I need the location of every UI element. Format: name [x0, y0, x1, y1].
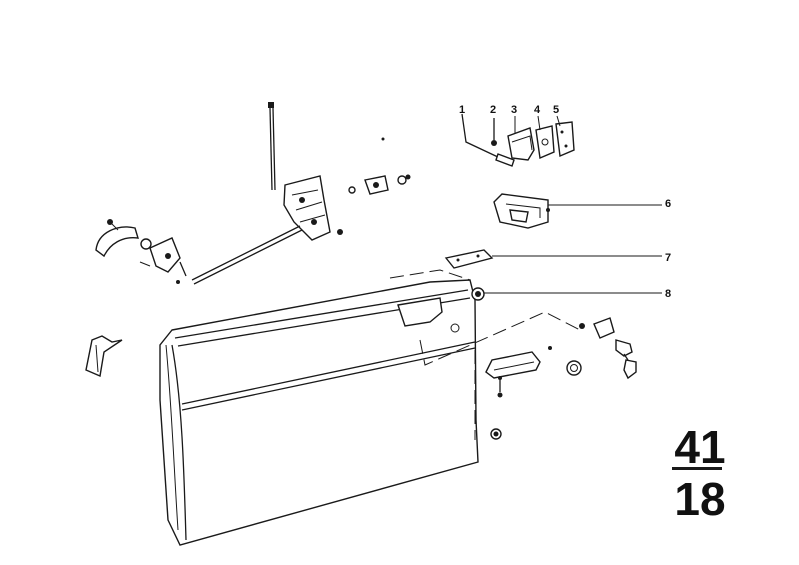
callout-4: 4: [534, 104, 541, 116]
pull-handle: [485, 346, 552, 398]
lock-cylinder-with-keys: [579, 317, 637, 380]
outer-handle-housing: [493, 193, 662, 229]
grommet: [471, 287, 662, 301]
callout-2: 2: [490, 104, 496, 116]
door-lock-mechanism: [191, 102, 411, 285]
callout-7: 7: [665, 252, 671, 264]
installation-lines: [389, 269, 581, 440]
callout-3: 3: [511, 104, 517, 116]
drain-plug: [490, 428, 502, 440]
door-panel: [159, 279, 479, 546]
callout-8: 8: [665, 288, 671, 300]
page-number-bottom: 18: [674, 473, 725, 525]
bracket: [85, 335, 123, 377]
striker-assembly: [461, 113, 575, 167]
callout-6: 6: [665, 198, 671, 210]
callout-1: 1: [459, 104, 465, 116]
inner-handle-assembly: [95, 219, 187, 284]
rubber-ring: [566, 360, 582, 376]
handle-gasket: [444, 249, 662, 269]
page-number-top: 41: [674, 421, 725, 473]
callout-5: 5: [553, 104, 559, 116]
callout-labels: 1 2 3 4 5 6 7 8: [459, 104, 671, 300]
page-number: 41 18: [672, 421, 726, 525]
page-number-divider: [672, 467, 722, 470]
